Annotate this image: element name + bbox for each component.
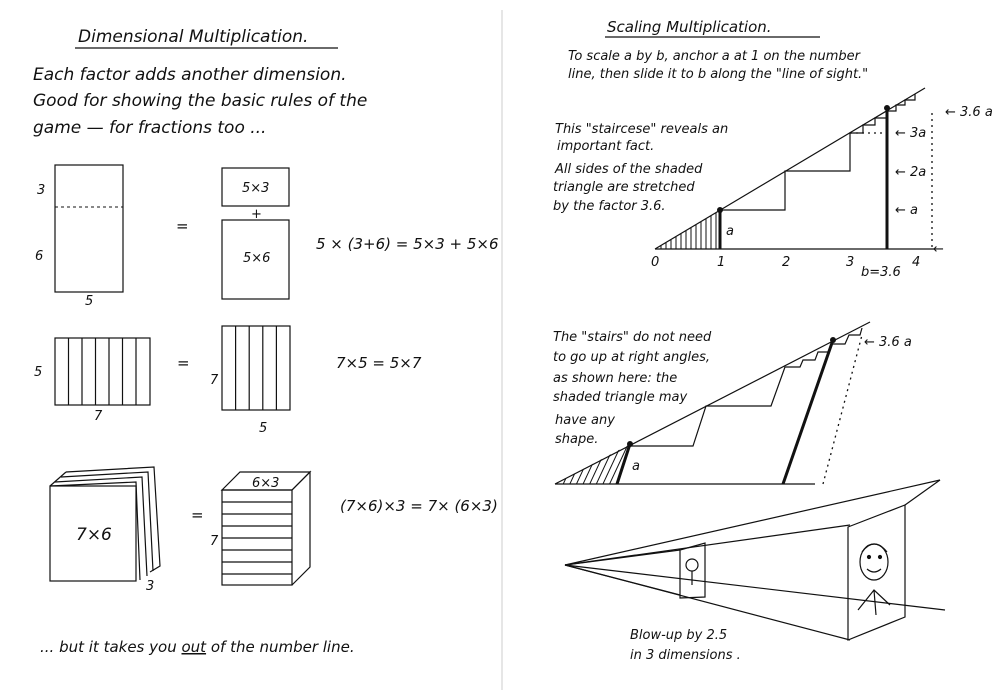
staircase-diagram: This "staircese" reveals an important fa…	[553, 87, 993, 280]
segment-3-6a	[781, 339, 835, 485]
label-7x6: 7×6	[76, 525, 112, 545]
associative-diagram: 7×6 3 = 6×3 7 (7×6)×3 = 7× (6×3)	[49, 466, 498, 594]
note-line: as shown here: the	[553, 371, 677, 386]
label-7: 7	[210, 373, 219, 388]
equals-sign: =	[177, 354, 190, 372]
label-5: 5	[85, 294, 93, 309]
rect-5x6	[221, 219, 290, 300]
intro-line-2: line, then slide it to b along the "line…	[568, 67, 868, 82]
rect-5x3	[221, 167, 290, 207]
label-7: 7	[210, 534, 219, 549]
note-line: The "stairs" do not need	[553, 330, 712, 345]
cube-right	[220, 470, 312, 586]
equals-sign: =	[191, 506, 204, 524]
label-3-6a: ← 3.6 a	[945, 105, 993, 120]
intro-line-3: game — for fractions too ...	[33, 118, 266, 138]
note-line: have any	[555, 413, 615, 428]
dotted-height	[822, 334, 863, 485]
equals-sign: =	[176, 217, 189, 235]
slanted-stairs-diagram: The "stairs" do not need to go up at rig…	[553, 321, 912, 485]
note-line: This "staircese" reveals an	[555, 122, 728, 137]
label-5x6: 5×6	[243, 251, 270, 266]
b-label: b=3.6	[861, 265, 901, 280]
small-frame	[679, 542, 706, 599]
tick-4: 4	[912, 255, 920, 270]
intro-line-1: To scale a by b, anchor a at 1 on the nu…	[568, 49, 862, 64]
intro-line-1: Each factor adds another dimension.	[33, 65, 347, 85]
intro-line-2: Good for showing the basic rules of the	[33, 91, 367, 111]
equation-associative: (7×6)×3 = 7× (6×3)	[340, 497, 498, 515]
cube-left	[49, 466, 161, 582]
line-of-sight	[654, 87, 926, 250]
label-5x3: 5×3	[242, 181, 269, 196]
distributive-diagram: 3 6 5 = 5×3 + 5×6 5 × (3+6) = 5×3 + 5×6	[35, 164, 499, 309]
note-line: triangle are stretched	[553, 180, 695, 195]
end-point	[884, 105, 890, 111]
label-a: a	[726, 224, 734, 239]
large-frame	[847, 479, 941, 641]
caption-line-2: in 3 dimensions .	[630, 648, 741, 663]
tick-1: 1	[717, 255, 725, 270]
rect-5x9	[54, 164, 124, 293]
arrow-baseline: ←	[933, 242, 944, 257]
rect-7x5	[54, 337, 151, 406]
segment-a	[615, 443, 632, 485]
note-line: shaded triangle may	[553, 390, 687, 405]
equation-distributive: 5 × (3+6) = 5×3 + 5×6	[316, 235, 499, 253]
rect-5x7	[221, 325, 291, 411]
label-3: 3	[146, 579, 154, 594]
line-of-sight	[554, 321, 871, 485]
note-line: shape.	[555, 432, 598, 447]
label-2a: ← 2a	[895, 165, 926, 180]
label-a-right: ← a	[895, 203, 918, 218]
note-line: by the factor 3.6.	[553, 199, 666, 214]
tick-3: 3	[846, 255, 854, 270]
label-5: 5	[259, 421, 267, 436]
label-6x3: 6×3	[252, 476, 279, 491]
label-3a: ← 3a	[895, 126, 926, 141]
note-line: to go up at right angles,	[553, 350, 710, 365]
label-a: a	[632, 459, 640, 474]
right-page: Scaling Multiplication. To scale a by b,…	[553, 18, 993, 663]
caption-line-1: Blow-up by 2.5	[630, 628, 727, 643]
label-7: 7	[94, 409, 103, 424]
plus-sign: +	[251, 207, 262, 222]
label-3-6a: ← 3.6 a	[864, 335, 912, 350]
slanted-staircase	[630, 327, 863, 447]
note-line: All sides of the shaded	[554, 162, 703, 177]
label-5: 5	[34, 365, 42, 380]
right-title: Scaling Multiplication.	[607, 18, 772, 36]
footer-text: ... but it takes you out of the number l…	[40, 638, 355, 656]
blow-up-diagram: Blow-up by 2.5 in 3 dimensions .	[564, 479, 946, 663]
equation-commutative: 7×5 = 5×7	[336, 354, 422, 372]
commutative-diagram: 5 7 = 7 5 7×5 = 5×7	[34, 325, 422, 436]
anchor-point	[717, 207, 723, 213]
note-line: important fact.	[557, 139, 654, 154]
tick-0: 0	[651, 255, 659, 270]
label-3: 3	[37, 183, 45, 198]
left-title: Dimensional Multiplication.	[78, 27, 308, 47]
tick-2: 2	[782, 255, 790, 270]
staircase	[720, 94, 916, 211]
label-6: 6	[35, 249, 43, 264]
left-page: Dimensional Multiplication. Each factor …	[33, 27, 499, 656]
